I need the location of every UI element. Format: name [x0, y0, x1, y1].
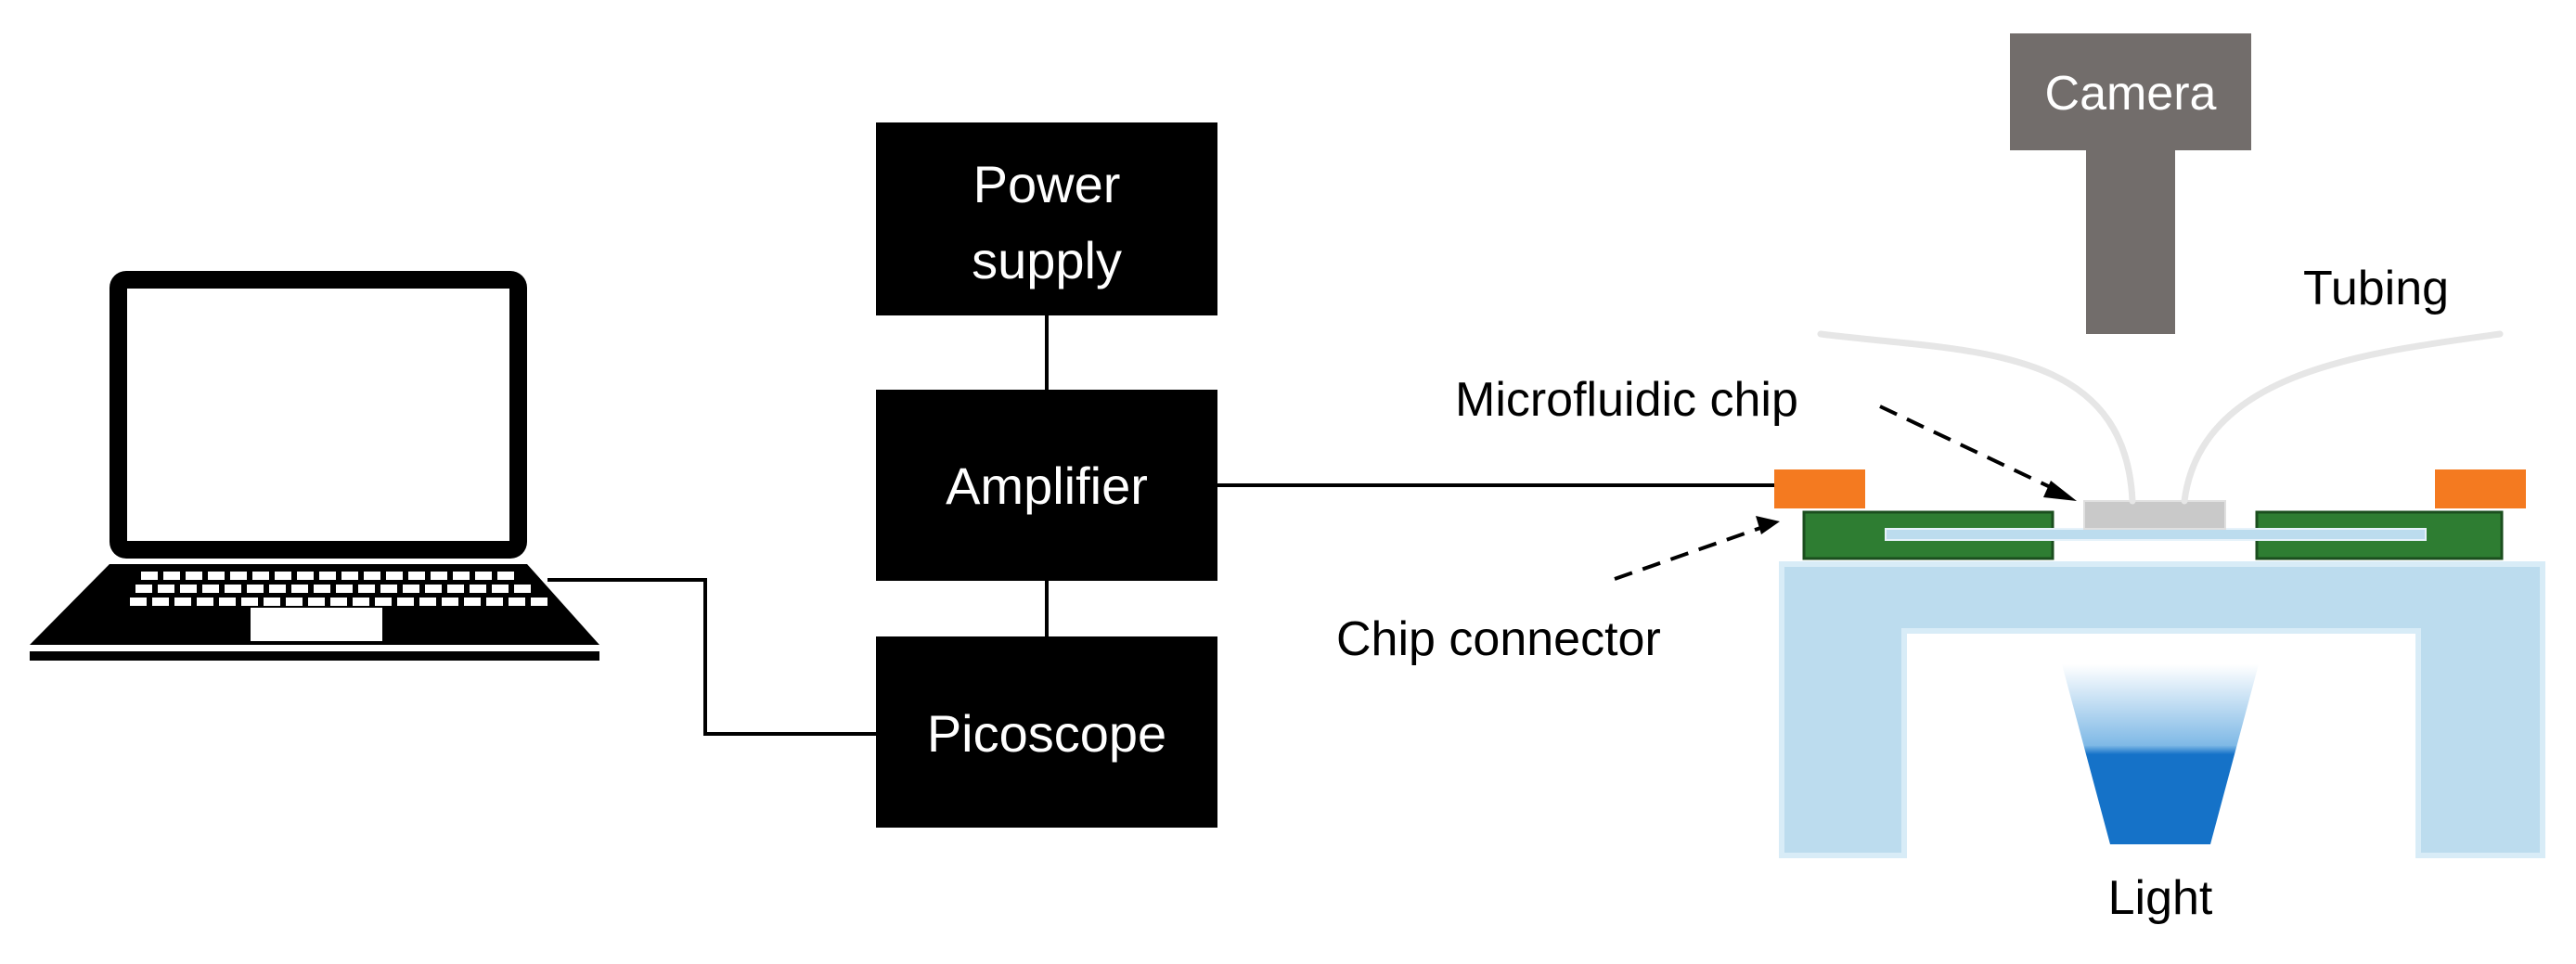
keyboard-key: [208, 572, 225, 580]
power-supply-label-line2: supply: [972, 231, 1122, 289]
keyboard-key: [319, 572, 336, 580]
power-supply-block: Power supply: [876, 122, 1217, 315]
chip-connector-left: [1774, 469, 1865, 508]
keyboard-key: [141, 572, 158, 580]
keyboard-key: [509, 598, 525, 606]
keyboard-key: [341, 572, 358, 580]
keyboard-key: [386, 572, 403, 580]
light-source: Light: [2062, 664, 2259, 925]
camera-head: [2010, 33, 2251, 150]
microfluidic-chip: [2083, 500, 2226, 530]
arrowhead-chip-connector: [1756, 516, 1780, 534]
keyboard-key: [275, 572, 291, 580]
keyboard-key: [364, 572, 380, 580]
keyboard-key: [447, 585, 464, 593]
keyboard-key: [186, 572, 202, 580]
light-label: Light: [2108, 871, 2213, 925]
keyboard-key: [464, 598, 481, 606]
chip-holder-pcb: [1802, 500, 2504, 560]
keyboard-key: [486, 598, 503, 606]
light-cone: [2062, 664, 2259, 844]
keyboard-key: [158, 585, 174, 593]
keyboard-key: [135, 585, 152, 593]
wire-laptop-picoscope: [547, 578, 880, 736]
laptop-keyboard: [130, 572, 547, 606]
keyboard-key: [397, 598, 414, 606]
keyboard-key: [531, 598, 547, 606]
keyboard-key: [174, 598, 191, 606]
keyboard-key: [419, 598, 436, 606]
chip-connector-label: Chip connector: [1336, 612, 1661, 666]
keyboard-key: [470, 585, 486, 593]
tubing-right: [2181, 330, 2504, 505]
arrowhead-microfluidic-chip: [2043, 481, 2077, 501]
tubing-label: Tubing: [2303, 262, 2449, 315]
camera-block: Camera: [2010, 33, 2251, 334]
amplifier-label: Amplifier: [946, 456, 1148, 515]
keyboard-key: [197, 598, 213, 606]
annotation-arrows: [1614, 405, 2061, 581]
laptop-base-bottom: [30, 651, 599, 661]
keyboard-key: [314, 585, 330, 593]
keyboard-key: [330, 598, 347, 606]
keyboard-key: [358, 585, 375, 593]
keyboard-key: [514, 585, 531, 593]
amplifier-block: Amplifier: [876, 390, 1217, 581]
keyboard-key: [492, 585, 509, 593]
tubing: [1817, 330, 2504, 505]
keyboard-key: [353, 598, 369, 606]
laptop-screen-display: [127, 289, 509, 541]
keyboard-key: [291, 585, 308, 593]
tubing-left: [1817, 330, 2136, 505]
arrow-microfluidic-chip: [1879, 405, 2061, 494]
laptop-touchpad: [251, 608, 382, 641]
keyboard-key: [336, 585, 353, 593]
power-supply-label-line1: Power: [973, 155, 1121, 213]
keyboard-key: [264, 598, 280, 606]
keyboard-key: [180, 585, 197, 593]
arrow-chip-connector: [1614, 525, 1764, 581]
keyboard-key: [130, 598, 147, 606]
picoscope-label: Picoscope: [927, 704, 1166, 763]
camera-body: [2086, 148, 2175, 334]
keyboard-key: [308, 598, 325, 606]
keyboard-key: [269, 585, 286, 593]
picoscope-block: Picoscope: [876, 636, 1217, 828]
keyboard-key: [202, 585, 219, 593]
chip-glass-slide: [1885, 528, 2427, 541]
keyboard-key: [241, 598, 258, 606]
microscope-stage: [1779, 561, 2545, 858]
keyboard-key: [431, 572, 447, 580]
keyboard-key: [375, 598, 392, 606]
keyboard-key: [425, 585, 442, 593]
keyboard-key: [297, 572, 314, 580]
keyboard-key: [163, 572, 180, 580]
keyboard-key: [286, 598, 303, 606]
keyboard-key: [453, 572, 470, 580]
keyboard-key: [497, 572, 514, 580]
keyboard-key: [408, 572, 425, 580]
camera-label: Camera: [2045, 67, 2217, 121]
microfluidic-chip-label: Microfluidic chip: [1455, 373, 1798, 427]
keyboard-key: [247, 585, 264, 593]
keyboard-key: [252, 572, 269, 580]
keyboard-key: [442, 598, 458, 606]
keyboard-key: [219, 598, 236, 606]
chip-connector-right: [2435, 469, 2526, 508]
keyboard-key: [380, 585, 397, 593]
keyboard-key: [230, 572, 247, 580]
laptop-icon: [30, 271, 599, 661]
keyboard-key: [152, 598, 169, 606]
keyboard-key: [403, 585, 419, 593]
keyboard-key: [475, 572, 492, 580]
keyboard-key: [225, 585, 241, 593]
wires: [547, 315, 1774, 736]
